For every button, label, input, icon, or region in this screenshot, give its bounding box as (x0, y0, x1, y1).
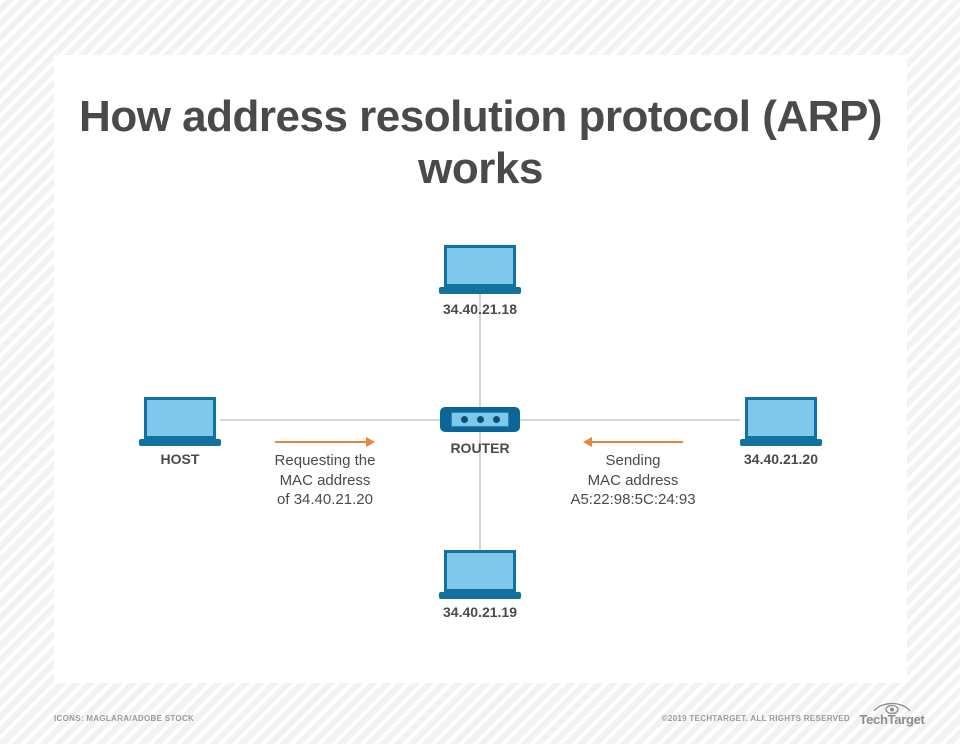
laptop-icon-top (438, 245, 522, 294)
node-label-host: HOST (160, 451, 200, 467)
diagram-card: How address resolution protocol (ARP) wo… (54, 55, 907, 683)
icon-credit: ICONS: MAGLARA/ADOBE STOCK (54, 714, 195, 723)
router-led-2 (476, 416, 484, 423)
eye-icon (873, 702, 911, 714)
router-led-3 (492, 416, 500, 423)
diagram-canvas: 34.40.21.18 HOST ROUTER 34.40.21.20 3 (54, 55, 907, 683)
wire-bottom (479, 430, 481, 570)
laptop-base (138, 439, 222, 446)
router-led-1 (460, 416, 468, 423)
annotation-reply-text: Sending MAC address A5:22:98:5C:24:93 (570, 452, 696, 508)
router-icon (440, 407, 520, 432)
laptop-lid (444, 245, 516, 287)
laptop-icon-bottom (438, 550, 522, 599)
node-label-bottom: 34.40.21.19 (443, 604, 517, 620)
copyright-notice: ©2019 TECHTARGET. ALL RIGHTS RESERVED (661, 714, 850, 723)
arrow-head (366, 437, 375, 447)
laptop-base (739, 439, 823, 446)
laptop-base (438, 592, 522, 599)
node-label-top: 34.40.21.18 (443, 301, 517, 317)
node-label-router: ROUTER (450, 440, 510, 456)
arrow-right-icon (275, 436, 375, 448)
page-title: How address resolution protocol (ARP) wo… (79, 92, 882, 193)
techtarget-wordmark: TechTarget (859, 712, 925, 727)
laptop-lid (444, 550, 516, 592)
laptop-lid (144, 397, 216, 439)
annotation-request-text: Requesting the MAC address of 34.40.21.2… (274, 452, 376, 508)
wire-top (479, 277, 481, 420)
techtarget-logo: TechTarget (854, 700, 930, 732)
laptop-icon-host (138, 397, 222, 446)
laptop-base (438, 287, 522, 294)
wire-left (220, 419, 440, 421)
laptop-icon-right (739, 397, 823, 446)
laptop-lid (745, 397, 817, 439)
wire-right (518, 419, 740, 421)
arrow-shaft (275, 441, 367, 443)
annotation-reply: Sending MAC address A5:22:98:5C:24:93 (553, 451, 713, 510)
arrow-shaft (591, 441, 683, 443)
annotation-request: Requesting the MAC address of 34.40.21.2… (245, 451, 405, 510)
arrow-head (583, 437, 592, 447)
node-label-right: 34.40.21.20 (744, 451, 818, 467)
router-panel (451, 412, 509, 427)
arrow-left-icon (583, 436, 683, 448)
